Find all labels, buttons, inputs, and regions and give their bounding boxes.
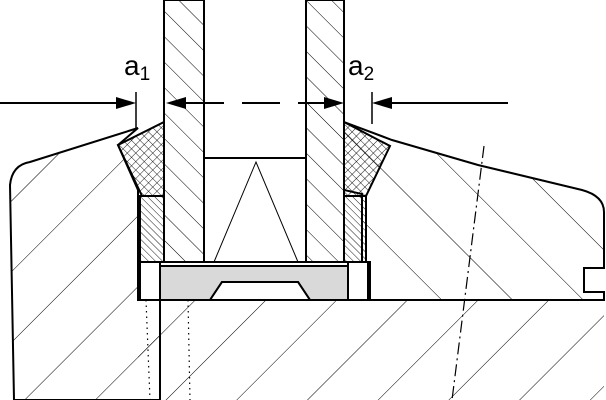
- a1-arrowhead-left: [116, 97, 136, 109]
- dimension-label-a2: a2: [348, 50, 375, 85]
- dotted-line-mid: [187, 299, 191, 400]
- left-end-block: [139, 261, 161, 301]
- a1-subscript: 1: [139, 64, 151, 85]
- a2-base: a: [348, 50, 364, 81]
- lower-base: [138, 300, 604, 400]
- cone-lines: [213, 160, 299, 263]
- a2-arrowhead-right: [372, 97, 392, 109]
- right-housing-body: [343, 120, 605, 301]
- left-housing-body: [8, 127, 161, 400]
- a1-base: a: [124, 50, 140, 81]
- insert-notch: [208, 281, 312, 301]
- dimension-label-a1: a1: [124, 50, 151, 85]
- right-plate: [305, 0, 345, 263]
- center-cavity: [203, 157, 307, 263]
- a1-arrowhead-right: [166, 97, 186, 109]
- left-plate: [163, 0, 205, 263]
- right-bearing-block: [343, 195, 367, 263]
- a2-subscript: 2: [363, 64, 375, 85]
- right-end-block: [347, 261, 369, 301]
- a2-arrowhead-left: [324, 97, 344, 109]
- dotted-line-left: [145, 299, 151, 400]
- left-bearing-block: [139, 195, 165, 263]
